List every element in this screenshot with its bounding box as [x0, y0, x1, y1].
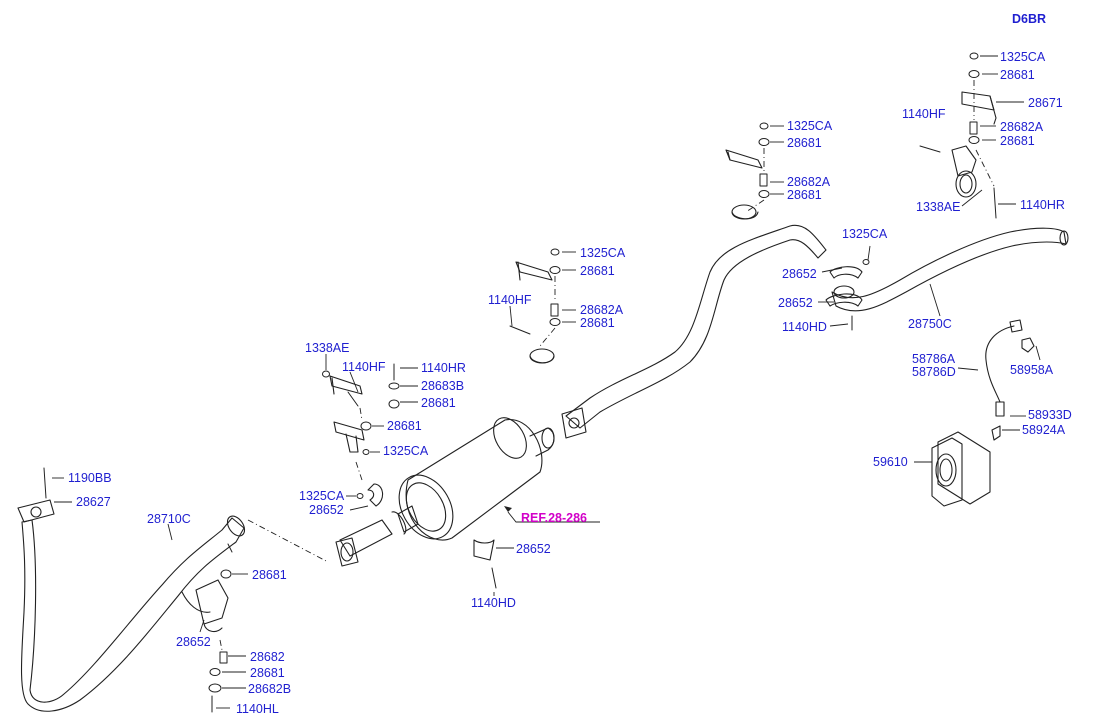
label-28681[interactable]: 28681 — [580, 264, 615, 278]
hanger-bracket-mid-left[interactable] — [515, 261, 555, 364]
label-1325ca[interactable]: 1325CA — [787, 119, 833, 133]
label-28681[interactable]: 28681 — [421, 396, 456, 410]
label-1140hf[interactable]: 1140HF — [902, 107, 946, 121]
label-28671[interactable]: 28671 — [1028, 96, 1063, 110]
label-28681[interactable]: 28681 — [250, 666, 285, 680]
ref-arrow-icon — [504, 506, 512, 512]
label-58786a[interactable]: 58786A — [912, 352, 956, 366]
hanger-bracket-upper-right[interactable] — [951, 91, 997, 198]
label-1140hd[interactable]: 1140HD — [471, 596, 516, 610]
label-28682a[interactable]: 28682A — [787, 175, 831, 189]
center-pipe[interactable] — [561, 224, 827, 439]
label-1140hd[interactable]: 1140HD — [782, 320, 827, 334]
label-28681[interactable]: 28681 — [787, 188, 822, 202]
catalytic-converter-59610[interactable] — [931, 431, 991, 507]
label-28710c[interactable]: 28710C — [147, 512, 191, 526]
label-28681[interactable]: 28681 — [252, 568, 287, 582]
label-28681[interactable]: 28681 — [1000, 134, 1035, 148]
label-28682a[interactable]: 28682A — [580, 303, 624, 317]
leader-lines — [52, 55, 1041, 709]
label-1325ca[interactable]: 1325CA — [842, 227, 888, 241]
label-28681[interactable]: 28681 — [787, 136, 822, 150]
label-28683b[interactable]: 28683B — [421, 379, 465, 393]
label-28681[interactable]: 28681 — [387, 419, 422, 433]
hanger-bracket-muffler[interactable] — [329, 375, 495, 561]
front-pipe-28710c[interactable] — [17, 499, 248, 712]
intermediate-pipe[interactable] — [335, 511, 407, 567]
label-58786d[interactable]: 58786D — [912, 365, 956, 379]
label-1338ae[interactable]: 1338AE — [305, 341, 350, 355]
label-28652[interactable]: 28652 — [516, 542, 551, 556]
label-28750c[interactable]: 28750C — [908, 317, 952, 331]
label-28682b[interactable]: 28682B — [248, 682, 292, 696]
label-1325ca[interactable]: 1325CA — [1000, 50, 1046, 64]
label-59610[interactable]: 59610 — [873, 455, 908, 469]
muffler[interactable] — [388, 412, 555, 548]
sensor-harness[interactable] — [985, 319, 1035, 441]
label-28652[interactable]: 28652 — [782, 267, 817, 281]
label-28652[interactable]: 28652 — [309, 503, 344, 517]
label-28652[interactable]: 28652 — [176, 635, 211, 649]
label-1140hl[interactable]: 1140HL — [236, 702, 279, 716]
label-1325ca[interactable]: 1325CA — [299, 489, 345, 503]
label-28682a[interactable]: 28682A — [1000, 120, 1044, 134]
label-58958a[interactable]: 58958A — [1010, 363, 1054, 377]
label-1190bb[interactable]: 1190BB — [68, 471, 112, 485]
label-28627[interactable]: 28627 — [76, 495, 111, 509]
label-1338ae[interactable]: 1338AE — [916, 200, 961, 214]
label-1140hf[interactable]: 1140HF — [488, 293, 532, 307]
hanger-bracket-center[interactable] — [725, 149, 763, 220]
label-1325ca[interactable]: 1325CA — [383, 444, 429, 458]
hanger-bracket-front[interactable] — [181, 579, 229, 633]
label-1140hr[interactable]: 1140HR — [421, 361, 466, 375]
label-58924a[interactable]: 58924A — [1022, 423, 1066, 437]
label-28681[interactable]: 28681 — [580, 316, 615, 330]
label-1140hr[interactable]: 1140HR — [1020, 198, 1065, 212]
label-28652[interactable]: 28652 — [778, 296, 813, 310]
label-1325ca[interactable]: 1325CA — [580, 246, 626, 260]
diagram-code: D6BR — [1012, 12, 1047, 26]
label-1140hf[interactable]: 1140HF — [342, 360, 386, 374]
label-58933d[interactable]: 58933D — [1028, 408, 1072, 422]
assembly-lines — [219, 80, 995, 651]
label-28682[interactable]: 28682 — [250, 650, 285, 664]
ref-link[interactable]: REF.28-286 — [521, 511, 588, 525]
fastener-set — [43, 52, 997, 713]
tail-pipe-28750c[interactable] — [825, 227, 1069, 312]
label-28681[interactable]: 28681 — [1000, 68, 1035, 82]
